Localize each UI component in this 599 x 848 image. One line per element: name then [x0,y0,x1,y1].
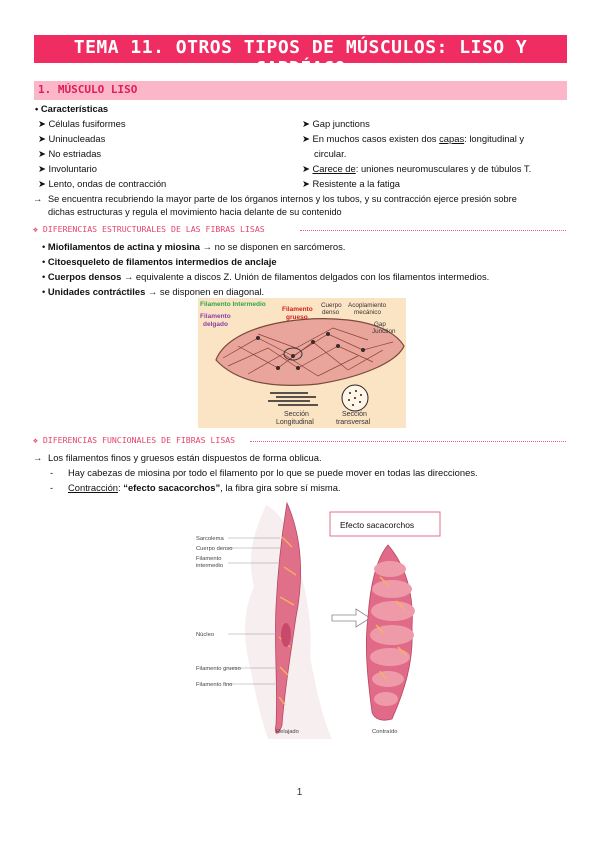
list-item: ➤ Gap junctions [302,118,370,129]
list-item-cont: circular. [314,148,347,159]
label-gap-2: Junction [372,328,396,335]
arrow-icon: → [33,193,43,204]
title-bar: TEMA 11. OTROS TIPOS DE MÚSCULOS: LISO Y… [34,35,567,79]
list-item: ➤ Lento, ondas de contracción [38,178,167,189]
dotted-divider [250,441,566,442]
contracted-filaments [375,576,407,680]
label-acoplamiento-2: mecánico [354,309,381,316]
nucleus [283,347,303,361]
page-title: TEMA 11. OTROS TIPOS DE MÚSCULOS: LISO Y… [73,37,528,79]
dash-icon: - [50,467,54,478]
label-cuerpo-denso: Cuerpo denso [196,546,232,552]
label-seccion-trans-1: Sección [342,411,367,418]
label-intermedio: intermedio [196,563,223,569]
list-item: • Miofilamentos de actina y miosina → no… [42,241,346,252]
label-contraido: Contraído [372,729,397,735]
label-filamento-grueso-2: grueso [286,314,308,321]
label-sarcolema: Sarcolema [196,536,224,542]
list-item: ➤ Resistente a la fatiga [302,178,401,189]
list-item: ➤ Involuntario [38,163,97,174]
arrow-icon: → [33,452,43,463]
box-label: Efecto sacacorchos [340,520,414,530]
label-seccion-long-2: Longitudinal [276,419,314,426]
label-filamento-intermedio: Filamento Intermedio [200,301,266,308]
section-header: 1. MÚSCULO LISO [34,81,567,100]
list-item: ➤ En muchos casos existen dos capas: lon… [302,133,525,144]
dash-icon: - [50,482,54,493]
relaxed-nucleus [281,623,291,647]
paragraph: Los filamentos finos y gruesos están dis… [48,452,322,463]
paragraph: Contracción: “efecto sacacorchos”, la fi… [68,482,341,493]
list-item: ➤ No estriadas [38,148,102,159]
subsection-heading: ❖ DIFERENCIAS FUNCIONALES DE FIBRAS LISA… [33,435,236,445]
paragraph: Se encuentra recubriendo la mayor parte … [48,194,517,204]
longitudinal-section [268,392,318,406]
leader-lines [228,537,280,685]
transverse-dots [348,390,362,406]
label-acoplamiento-1: Acoplamiento [348,302,387,309]
label-gap-1: Gap [374,321,386,328]
label-relajado: Relajado [276,729,299,735]
section-title: 1. MÚSCULO LISO [38,83,138,96]
label-filamento-grueso-1: Filamento [282,306,313,313]
list-item: • Unidades contráctiles → se disponen en… [42,286,265,297]
list-item: ➤ Carece de: uniones neuromusculares y d… [302,163,532,174]
list-item: • Citoesqueleto de filamentos intermedio… [42,256,277,267]
label-filamento: Filamento [196,556,221,562]
subsection-heading: ❖ DIFERENCIAS ESTRUCTURALES DE LAS FIBRA… [33,224,265,234]
label-nucleo: Núcleo [196,632,214,638]
label-cuerpo-2: denso [322,309,340,316]
corkscrew-figure: Sarcolema Cuerpo denso Filamento interme… [196,501,441,739]
label-seccion-trans-2: transversal [336,419,371,426]
paragraph: dichas estructuras y regula el movimient… [48,207,342,217]
dotted-divider [300,230,566,231]
box-efecto-sacacorchos [329,511,441,537]
caracteristicas-heading: • Características [35,103,109,114]
smooth-muscle-diagram: Filamento Intermedio Filamento delgado F… [198,298,406,428]
arrow-right-icon [331,608,371,628]
label-filamento-delgado-2: delgado [203,321,228,328]
label-filamento-delgado-1: Filamento [200,313,231,320]
label-filamento-fino: Filamento fino [196,682,232,688]
label-seccion-long-1: Sección [284,411,309,418]
dense-bodies [256,332,365,370]
label-cuerpo-1: Cuerpo [321,302,342,309]
label-filamento-grueso: Filamento grueso [196,666,241,672]
relaxed-fiber [275,501,302,734]
filament-network [222,327,394,377]
list-item: ➤ Células fusiformes [38,118,126,129]
page-number: 1 [296,787,303,798]
list-item: ➤ Uninucleadas [38,133,106,144]
cell-body [215,318,405,386]
paragraph: Hay cabezas de miosina por todo el filam… [68,467,478,478]
list-item: • Cuerpos densos → equivalente a discos … [42,271,490,282]
